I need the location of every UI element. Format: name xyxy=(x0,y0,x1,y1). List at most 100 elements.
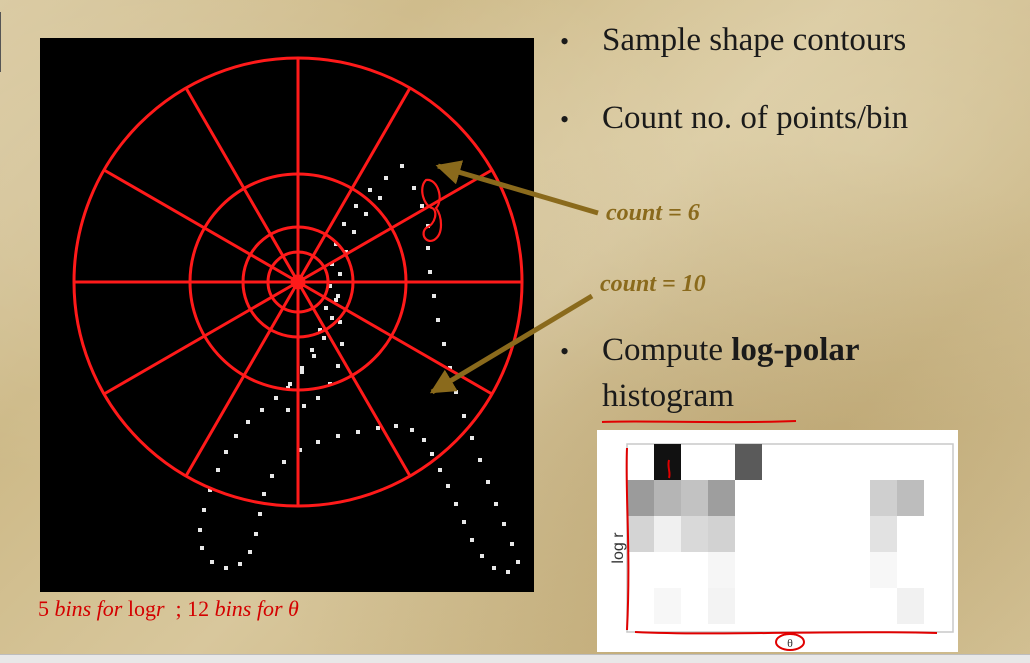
contour-point xyxy=(420,204,424,208)
contour-point xyxy=(340,342,344,346)
hand-drawn-theta-circle xyxy=(775,633,805,651)
contour-point xyxy=(410,428,414,432)
histogram-cell xyxy=(627,516,654,552)
contour-point xyxy=(328,284,332,288)
histogram-cell xyxy=(681,516,708,552)
log-polar-histogram: log r θ xyxy=(597,430,958,652)
contour-point xyxy=(428,270,432,274)
histogram-cell xyxy=(708,480,735,516)
polar-spoke-2 xyxy=(297,280,493,396)
polar-spoke-3 xyxy=(296,281,412,477)
contour-point xyxy=(208,488,212,492)
contour-point xyxy=(262,492,266,496)
contour-point xyxy=(462,414,466,418)
contour-point xyxy=(486,480,490,484)
contour-point xyxy=(302,404,306,408)
histogram-cell xyxy=(627,480,654,516)
bullet-dot-icon: • xyxy=(560,105,570,135)
hand-drawn-bin-highlight xyxy=(421,178,443,242)
histogram-cell xyxy=(708,516,735,552)
histogram-cell xyxy=(708,588,735,624)
caption-log: log xyxy=(127,596,156,621)
contour-point xyxy=(224,566,228,570)
contour-point xyxy=(210,560,214,564)
contour-point xyxy=(470,538,474,542)
contour-point xyxy=(344,250,348,254)
polar-spoke-9 xyxy=(184,87,300,283)
polar-spoke-8 xyxy=(103,168,299,284)
histogram-cell xyxy=(897,480,924,516)
contour-point xyxy=(198,528,202,532)
bullet-item: •Sample shape contours xyxy=(560,22,906,59)
caption-bins-for-2: bins for xyxy=(214,596,283,621)
contour-point xyxy=(412,186,416,190)
histogram-cell xyxy=(681,480,708,516)
histogram-cell xyxy=(735,444,762,480)
contour-point xyxy=(446,484,450,488)
hand-drawn-mark-cell xyxy=(667,459,671,479)
contour-point xyxy=(400,164,404,168)
histogram-canvas: log r θ xyxy=(610,443,954,651)
contour-point xyxy=(384,176,388,180)
contour-point xyxy=(436,318,440,322)
contour-point xyxy=(478,458,482,462)
contour-point xyxy=(354,204,358,208)
contour-point xyxy=(260,408,264,412)
contour-point xyxy=(480,554,484,558)
contour-point xyxy=(216,468,220,472)
contour-point xyxy=(288,382,292,386)
contour-point xyxy=(270,474,274,478)
contour-point xyxy=(470,436,474,440)
contour-point xyxy=(462,520,466,524)
bullet-text: Sample shape contours xyxy=(602,22,907,58)
contour-point xyxy=(202,508,206,512)
slide-edge-mark xyxy=(0,12,5,72)
contour-point xyxy=(494,502,498,506)
bullet-item: •Compute log-polar histogram xyxy=(560,328,860,418)
contour-point xyxy=(338,272,342,276)
caption-separator: ; xyxy=(175,596,182,621)
histogram-cell xyxy=(870,552,897,588)
contour-point xyxy=(454,390,458,394)
caption-theta-bins: 12 xyxy=(187,596,210,621)
contour-point xyxy=(336,364,340,368)
contour-point xyxy=(432,294,436,298)
contour-point xyxy=(322,336,326,340)
log-polar-grid xyxy=(72,56,524,508)
contour-point xyxy=(426,246,430,250)
contour-point xyxy=(376,426,380,430)
contour-point xyxy=(224,450,228,454)
histogram-cell xyxy=(654,480,681,516)
contour-point xyxy=(378,196,382,200)
hand-drawn-y-axis xyxy=(625,447,630,631)
contour-point xyxy=(258,512,262,516)
contour-point xyxy=(300,370,304,374)
bullet-dot-icon: • xyxy=(560,337,570,367)
histogram-cell xyxy=(654,444,681,480)
bullet-text: Compute xyxy=(602,332,723,368)
count-label-1: count = 6 xyxy=(606,200,700,226)
contour-point xyxy=(492,566,496,570)
contour-point xyxy=(316,396,320,400)
contour-point xyxy=(502,522,506,526)
contour-point xyxy=(246,420,250,424)
histogram-cells xyxy=(627,444,924,624)
contour-point xyxy=(298,448,302,452)
contour-point xyxy=(336,434,340,438)
window-bottom-strip xyxy=(0,654,1030,663)
polar-spoke-11 xyxy=(296,87,412,283)
contour-point xyxy=(342,222,346,226)
contour-point xyxy=(318,328,322,332)
contour-point xyxy=(510,542,514,546)
contour-point xyxy=(454,502,458,506)
caption-r: r xyxy=(155,596,165,621)
histogram-y-label: log r xyxy=(610,532,627,564)
contour-point xyxy=(330,316,334,320)
contour-point xyxy=(422,438,426,442)
contour-point xyxy=(286,408,290,412)
polar-spoke-5 xyxy=(184,281,300,477)
contour-point xyxy=(506,570,510,574)
contour-point xyxy=(254,532,258,536)
bullet-bold-text: log-polar xyxy=(731,332,860,368)
bullet-text: Count no. of points/bin xyxy=(602,100,909,136)
